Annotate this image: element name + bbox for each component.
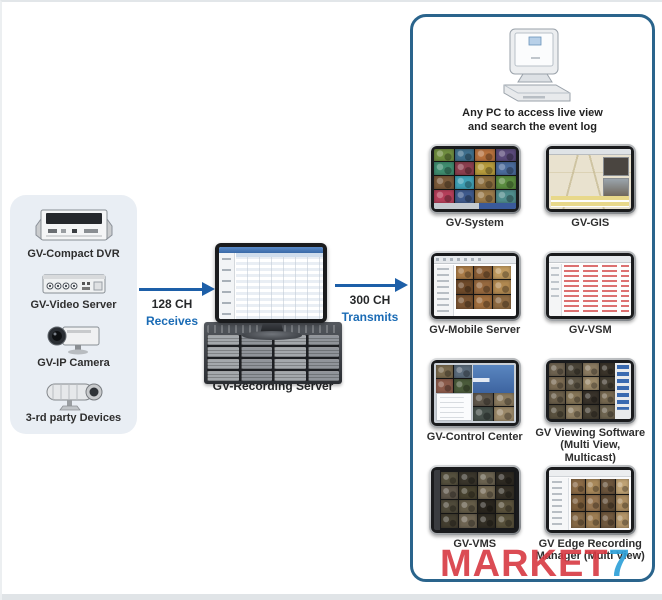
device-gv-video-server: GV-Video Server bbox=[14, 270, 133, 311]
desktop-pc-icon bbox=[503, 28, 570, 102]
watermark-text-red: MARKET bbox=[440, 543, 609, 585]
caption-line-1: Any PC to access live view bbox=[462, 107, 603, 119]
app-gv-system: GV-System bbox=[420, 143, 530, 251]
client-pc bbox=[413, 27, 652, 105]
app-label: GV-VMS bbox=[453, 537, 497, 550]
client-caption: Any PC to access live view and search th… bbox=[413, 107, 652, 135]
app-label: GV Edge Recording Manager (Multi View) bbox=[535, 537, 645, 563]
app-gv-viewing-software: GV Viewing Software (Multi View, Multica… bbox=[535, 357, 646, 465]
outbound-arrow bbox=[335, 278, 408, 292]
app-gv-edge-recording-manager: GV Edge Recording Manager (Multi View) bbox=[535, 464, 645, 572]
monitor-frame bbox=[544, 464, 637, 535]
monitor-frame bbox=[544, 250, 637, 321]
screen-gv-gis bbox=[549, 148, 632, 209]
app-label: GV-VSM bbox=[568, 323, 612, 336]
app-gv-gis: GV-GIS bbox=[535, 143, 645, 251]
device-label: GV-Compact DVR bbox=[27, 248, 120, 260]
monitor-base bbox=[242, 331, 302, 340]
monitor-frame bbox=[428, 357, 521, 428]
outbound-channels-text: 300 CH bbox=[349, 293, 391, 307]
screen-gv-control-center bbox=[433, 362, 516, 423]
app-label: GV-Control Center bbox=[426, 430, 523, 443]
app-gv-mobile-server: GV-Mobile Server bbox=[420, 250, 530, 358]
compact-dvr-icon bbox=[35, 209, 112, 241]
device-gv-ip-camera: GV-IP Camera bbox=[14, 322, 133, 369]
screen-gv-viewing-software bbox=[549, 362, 632, 419]
watermark: MARKET7 bbox=[440, 543, 631, 586]
inbound-arrow bbox=[139, 282, 215, 296]
screen-gv-vsm bbox=[549, 255, 632, 316]
app-label: GV-GIS bbox=[571, 216, 610, 229]
caption-line-2: and search the event log bbox=[468, 120, 597, 133]
device-gv-compact-dvr: GV-Compact DVR bbox=[14, 203, 133, 260]
monitor-frame bbox=[428, 143, 521, 214]
app-label: GV-Mobile Server bbox=[429, 323, 521, 336]
app-gv-vsm: GV-VSM bbox=[535, 250, 645, 358]
monitor-frame bbox=[544, 143, 637, 214]
client-panel: Any PC to access live view and search th… bbox=[410, 14, 655, 582]
device-label: 3-rd party Devices bbox=[25, 411, 122, 424]
device-3rd-party: 3-rd party Devices bbox=[14, 379, 133, 424]
source-devices-panel: GV-Compact DVR GV-Video Server bbox=[10, 195, 137, 434]
app-label: GV-System bbox=[445, 216, 504, 229]
watermark-text-blue: 7 bbox=[608, 543, 631, 585]
monitor-frame bbox=[428, 250, 521, 321]
monitor-stand bbox=[260, 323, 284, 334]
inbound-direction-text: Receives bbox=[145, 314, 199, 328]
device-label: GV-Video Server bbox=[30, 299, 117, 312]
screen-gv-edge-recording-manager bbox=[549, 469, 632, 530]
app-gv-control-center: GV-Control Center bbox=[420, 357, 530, 465]
video-server-icon bbox=[42, 274, 105, 294]
recording-server-screen bbox=[219, 247, 323, 319]
screen-gv-mobile-server bbox=[433, 255, 516, 316]
bullet-camera-icon bbox=[46, 383, 102, 411]
outbound-direction-text: Transmits bbox=[341, 310, 399, 324]
screen-gv-vms bbox=[433, 469, 516, 530]
monitor-frame bbox=[544, 357, 637, 424]
monitor-frame bbox=[428, 464, 521, 535]
ip-camera-icon bbox=[47, 326, 99, 355]
device-label: GV-IP Camera bbox=[37, 356, 110, 369]
inbound-channels-text: 128 CH bbox=[151, 297, 193, 311]
screen-gv-system bbox=[433, 148, 516, 209]
client-apps-grid: GV-System GV-GIS GV-Mobile Server bbox=[413, 143, 652, 572]
recording-server-monitor bbox=[215, 243, 327, 323]
app-gv-vms: GV-VMS bbox=[420, 464, 530, 572]
rack-drive-bays bbox=[207, 335, 339, 381]
app-label: GV Viewing Software (Multi View, Multica… bbox=[535, 426, 646, 464]
